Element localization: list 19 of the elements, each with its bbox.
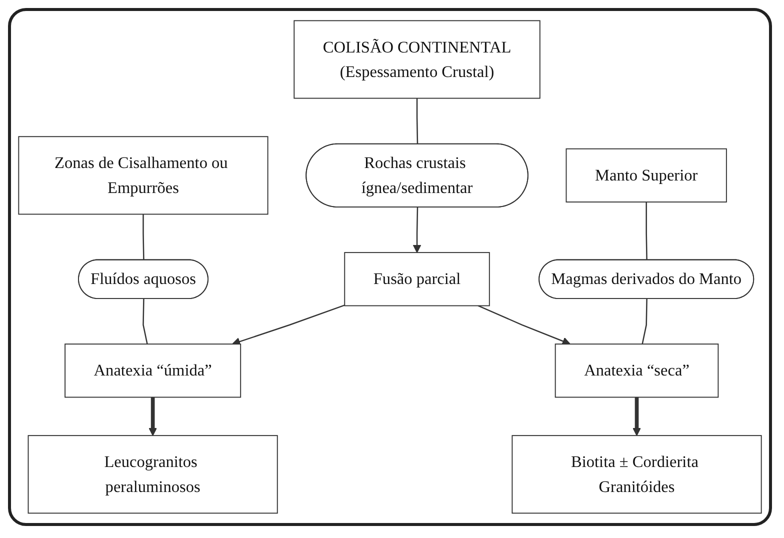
arrow bbox=[632, 397, 641, 436]
node-box bbox=[344, 252, 490, 306]
arrow bbox=[478, 305, 570, 346]
node-box bbox=[18, 136, 268, 215]
arrow bbox=[232, 304, 345, 346]
node-box bbox=[554, 344, 719, 398]
node-box bbox=[566, 148, 727, 203]
connector bbox=[142, 299, 148, 344]
node-box bbox=[512, 435, 762, 514]
arrow bbox=[412, 208, 422, 253]
node-box bbox=[64, 344, 242, 398]
connector bbox=[416, 98, 418, 144]
arrow bbox=[148, 397, 158, 436]
diagram-frame: Zonas de Cisalhamento ou Empurrões Fluídos aquosos Anatexia “úmida” Leucogranitos peraluminosos COLISÃO CONTINENTAL (Espessamento Crustal) Rochas crustais ígnea/sedimentar Fusão parcial Manto Superior Magmas derivados do Manto Anatexia “seca” Biotita ± Cordierita Granitóides bbox=[8, 8, 772, 526]
connector bbox=[642, 299, 648, 344]
connector bbox=[142, 214, 144, 260]
node-box bbox=[294, 20, 540, 99]
connector bbox=[646, 202, 648, 260]
node-box bbox=[28, 435, 278, 514]
